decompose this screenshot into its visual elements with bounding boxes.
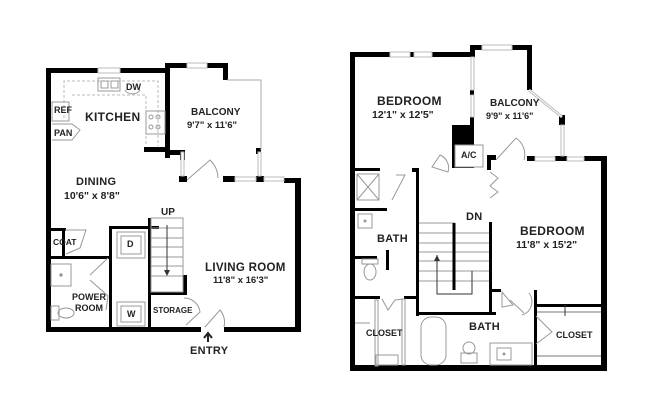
floor1-walls — [46, 63, 301, 332]
balcony2-dims: 9'9" x 11'6" — [486, 111, 534, 121]
balcony1-dims: 9'7" x 11'6" — [187, 120, 237, 131]
dishwasher-label: DW — [126, 82, 141, 92]
powder-room-fixtures — [50, 263, 75, 321]
balcony1-label: BALCONY — [191, 107, 241, 118]
dining-label: DINING — [76, 176, 117, 188]
kitchen-label: KITCHEN — [85, 110, 141, 124]
washer-label: W — [127, 309, 136, 319]
laundry-machines — [116, 231, 146, 327]
closet1-label: CLOSET — [366, 328, 403, 338]
floor2-stairs — [419, 222, 489, 295]
bedroom2-dims: 11'8" x 15'2" — [516, 239, 578, 251]
kitchen-fixtures — [51, 77, 166, 141]
bedroom1-dims: 12'1" x 12'5" — [372, 109, 434, 121]
entry-arrow-icon — [203, 331, 213, 342]
living-room-dims: 11'8" x 16'3" — [213, 275, 269, 286]
stairs-down-label: DN — [466, 211, 483, 223]
floor1-windows — [97, 62, 285, 182]
living-room-label: LIVING ROOM — [205, 262, 286, 274]
coat-closet-label: COAT — [53, 237, 77, 247]
powder-room-label-2: ROOM — [75, 303, 103, 313]
pantry-label: PAN — [54, 128, 73, 138]
stairs-up-label: UP — [161, 207, 175, 218]
floor2-windows — [389, 44, 585, 162]
storage-label: STORAGE — [153, 306, 193, 315]
dining-dims: 10'6" x 8'8" — [64, 190, 120, 202]
floor1-stairs — [150, 217, 184, 293]
bath2-label: BATH — [469, 321, 500, 333]
bath1-label: BATH — [377, 233, 408, 245]
closet2-label: CLOSET — [556, 330, 593, 340]
entry-label: ENTRY — [190, 345, 229, 357]
bedroom2-label: BEDROOM — [520, 224, 585, 238]
balcony2-label: BALCONY — [490, 98, 540, 109]
ref-label: REF — [54, 105, 72, 115]
dryer-label: D — [127, 239, 134, 249]
ac-label: A/C — [461, 150, 477, 160]
bedroom1-label: BEDROOM — [377, 94, 442, 108]
powder-room-label-1: POWER — [72, 292, 107, 302]
